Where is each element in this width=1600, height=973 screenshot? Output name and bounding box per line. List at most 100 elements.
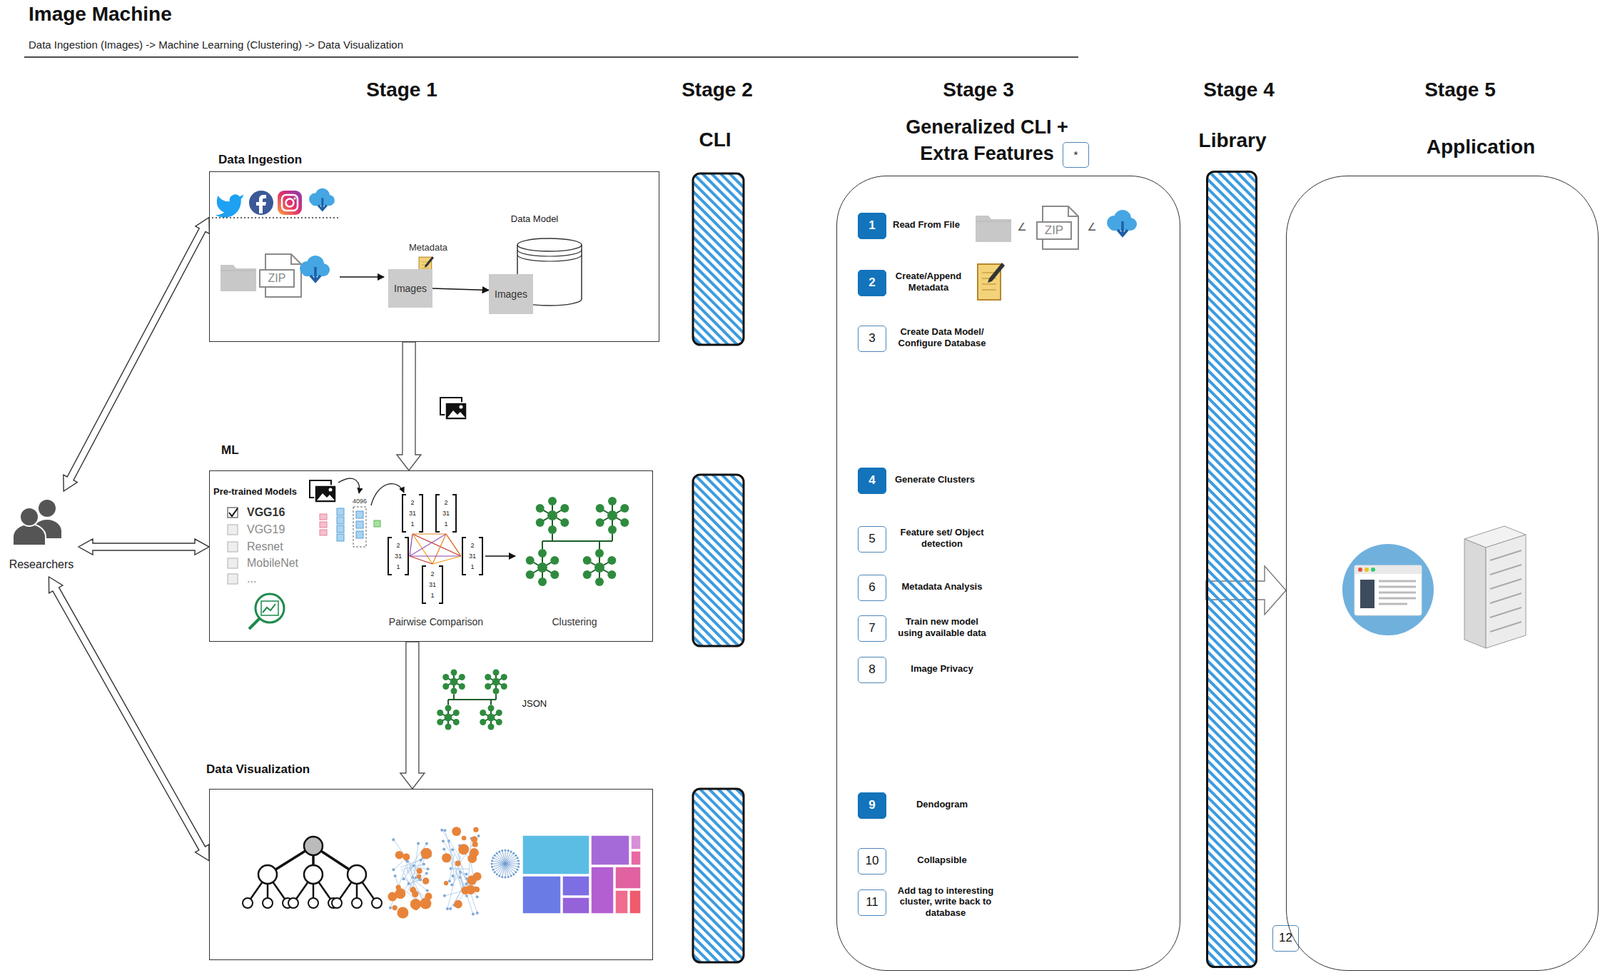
dendrogram-leaf	[331, 897, 342, 908]
pairwise-line	[412, 533, 433, 564]
node-text: 5	[868, 531, 875, 546]
text-label: Image Privacy	[910, 662, 973, 675]
node-text: 11	[865, 894, 879, 910]
node-text: Images	[393, 282, 427, 295]
network-graph	[499, 852, 506, 864]
cluster-tree	[595, 548, 604, 558]
actor-icon	[19, 507, 39, 526]
network-graph	[388, 906, 392, 910]
text-label: Read From File	[892, 219, 960, 231]
treemap-cell	[629, 889, 641, 914]
application-icons	[1354, 565, 1422, 616]
heading: Application	[1426, 134, 1536, 160]
network-layer	[336, 508, 344, 516]
network-graph	[504, 849, 507, 852]
node-text: 10	[865, 853, 880, 868]
dendrogram-leaf	[262, 897, 273, 908]
text-label: Stage 3	[942, 77, 1015, 103]
application-icons	[1358, 567, 1363, 572]
text-label: Create Data Model/ Configure Database	[889, 326, 995, 349]
visualization-illustration	[242, 826, 641, 918]
pairwise-line	[432, 555, 462, 564]
network-graph	[498, 874, 501, 878]
network-layer	[356, 530, 364, 539]
network-graph	[455, 859, 462, 866]
block-arrow	[78, 538, 210, 555]
application-icons	[1490, 550, 1522, 632]
text-label: Generate Clusters	[894, 473, 975, 486]
cluster-tree	[550, 555, 559, 565]
matrix-bracket	[462, 537, 483, 575]
actor-icon: Researchers	[4, 490, 79, 577]
network-graph	[406, 864, 414, 873]
application-icons	[1342, 543, 1434, 636]
network-graph	[443, 894, 447, 898]
source-icons	[291, 254, 302, 265]
cluster-tree	[535, 518, 545, 527]
matrix-bracket	[388, 537, 409, 575]
source-icons	[310, 275, 321, 282]
cluster-tree	[560, 518, 569, 527]
network-layer	[319, 529, 327, 536]
stage-box: Data Visualization	[209, 788, 653, 960]
text-label: Dendogram	[916, 798, 968, 810]
network-graph	[394, 887, 406, 899]
application-icons	[1360, 579, 1375, 609]
network-graph	[505, 863, 511, 875]
flow-curve	[338, 478, 360, 494]
network-graph	[442, 847, 446, 851]
network-layer	[356, 520, 364, 529]
text-label: ZIP	[1044, 223, 1064, 238]
block-arrow	[396, 341, 422, 471]
cluster-tree	[535, 503, 545, 513]
callout-number: 3	[857, 325, 887, 352]
matrix-bracket	[402, 494, 423, 532]
cluster-tree	[453, 718, 460, 726]
text-label: 2	[443, 498, 448, 507]
network-graph	[453, 899, 463, 909]
image-icon	[309, 480, 337, 503]
callout-number: 1	[857, 212, 887, 240]
text-label: 31	[468, 552, 477, 561]
text-label: 1	[430, 591, 434, 600]
heading: Data Ingestion	[218, 152, 302, 167]
network-graph	[473, 826, 479, 832]
network-graph	[517, 865, 520, 868]
application-icons	[1464, 538, 1486, 648]
text-label: Pairwise Comparison	[388, 615, 484, 629]
network-graph	[416, 874, 422, 879]
cluster-tree	[493, 669, 500, 676]
network-graph	[516, 856, 519, 859]
network-graph	[407, 882, 411, 885]
text-label: Data Ingestion (Images) -> Machine Learn…	[28, 38, 404, 52]
network-graph	[426, 867, 430, 870]
diagram-title: Image Machine	[28, 2, 172, 26]
cluster-tree	[492, 677, 501, 686]
text-label: Metadata Analysis	[902, 580, 983, 593]
source-icons	[220, 264, 257, 292]
checkbox	[227, 524, 238, 535]
source-icons	[314, 266, 317, 280]
network-graph	[491, 856, 494, 859]
treemap-cell	[615, 889, 629, 914]
cluster-tree	[583, 570, 592, 579]
image-icon	[447, 410, 466, 418]
social-icons	[281, 194, 298, 211]
network-graph	[517, 859, 520, 862]
feature-icons	[977, 262, 1005, 300]
application-icons	[1485, 534, 1526, 648]
network-graph	[512, 872, 515, 875]
text-label: Collapsible	[917, 854, 967, 866]
heading: Generalized CLI + Extra Features	[890, 114, 1084, 167]
network-graph	[392, 904, 398, 910]
edge-label: JSON	[520, 697, 549, 710]
cluster-tree	[495, 718, 503, 726]
network-graph	[422, 862, 426, 866]
node-text: 4	[868, 473, 875, 488]
cluster-tree	[525, 555, 535, 565]
text-label: 4096	[352, 497, 367, 506]
network-layer	[336, 525, 344, 533]
cluster-tree	[537, 562, 548, 573]
application-icons	[1364, 567, 1369, 572]
